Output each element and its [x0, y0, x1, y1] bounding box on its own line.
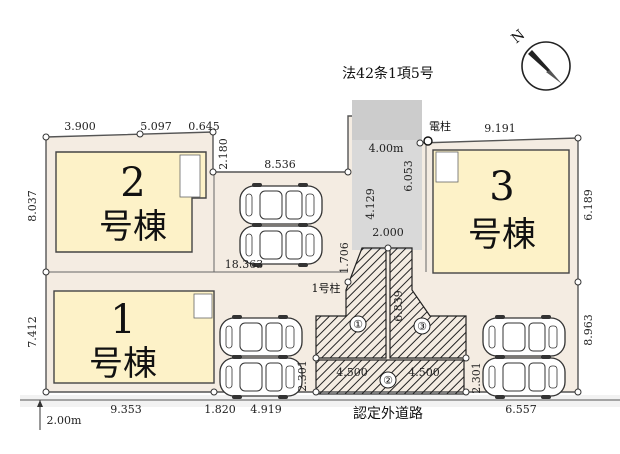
shared-lot-3: [389, 247, 467, 359]
shared-lot-1: [315, 247, 387, 359]
bottom-road-label: 認定外道路: [353, 406, 423, 422]
building-2-number: 2: [120, 160, 145, 206]
building-2-label: 号棟: [99, 207, 167, 247]
arrow-icon: [37, 400, 43, 407]
shared-lot-3-mark: ③: [417, 320, 427, 333]
shared-lot-2-mark: ②: [383, 374, 393, 387]
dim-left-lower: 7.412: [26, 316, 39, 348]
north-arrow-icon: N: [509, 27, 571, 91]
car-icon: [239, 182, 323, 228]
dim-lot2-bottom: 18.363: [225, 258, 264, 271]
car-icon: [482, 354, 566, 400]
dim-right-lower: 8.963: [582, 314, 595, 346]
dim-drive-width: 8.536: [264, 158, 296, 171]
porch-1: [193, 293, 213, 319]
utility-pole-icon: [423, 136, 433, 146]
top-private-road-lower: [352, 140, 422, 250]
svg-text:N: N: [509, 27, 529, 47]
dim-left-2301: 2.301: [296, 360, 309, 392]
pole-label: 電柱: [429, 119, 451, 133]
dim-bottom-mid-b: 4.919: [250, 403, 282, 416]
building-1-label: 号棟: [89, 344, 157, 384]
bottom-road: [20, 395, 620, 407]
dim-notch-height: 2.180: [217, 138, 230, 170]
car-icon: [219, 314, 303, 360]
top-private-road: [352, 100, 422, 140]
dim-right-2301: 2.301: [470, 362, 483, 394]
top-road-width: 4.00m: [369, 142, 404, 155]
dim-bottom-right: 6.557: [505, 403, 537, 416]
dim-left-upper: 8.037: [26, 190, 39, 222]
dim-shared-right: 4.500: [408, 366, 440, 379]
boundary-posts: [42, 128, 582, 396]
dim-top-right: 9.191: [484, 122, 516, 135]
top-road-label: 法42条1項5号: [342, 65, 434, 82]
dim-road-width: 2.00m: [47, 414, 82, 427]
dim-center-2000: 2.000: [372, 226, 404, 239]
dim-top-left-2: 5.097: [140, 120, 172, 133]
porch-2: [179, 154, 201, 198]
post-label: 1号柱: [312, 281, 341, 295]
dim-center-1706: 1.706: [338, 242, 351, 274]
building-3-number: 3: [489, 164, 514, 210]
dim-bottom-left: 9.353: [110, 403, 142, 416]
building-2: [55, 151, 207, 253]
building-3: [432, 149, 570, 274]
building-1: [53, 290, 215, 384]
dim-top-left-1: 3.900: [64, 120, 96, 133]
dim-top-left-3: 0.645: [188, 120, 220, 133]
dim-center-6053: 6.053: [402, 160, 415, 192]
car-icon: [482, 314, 566, 360]
shared-lot-1-mark: ①: [353, 318, 363, 331]
building-1-number: 1: [110, 297, 135, 343]
dim-shared-left: 4.500: [336, 366, 368, 379]
dim-center-4129: 4.129: [364, 188, 377, 220]
porch-3: [435, 151, 459, 183]
building-3-label: 号棟: [468, 215, 536, 255]
dim-bottom-mid-a: 1.820: [204, 403, 236, 416]
car-icon: [219, 354, 303, 400]
dim-right-upper: 6.189: [582, 189, 595, 221]
dim-center-6839: 6.839: [392, 290, 405, 322]
